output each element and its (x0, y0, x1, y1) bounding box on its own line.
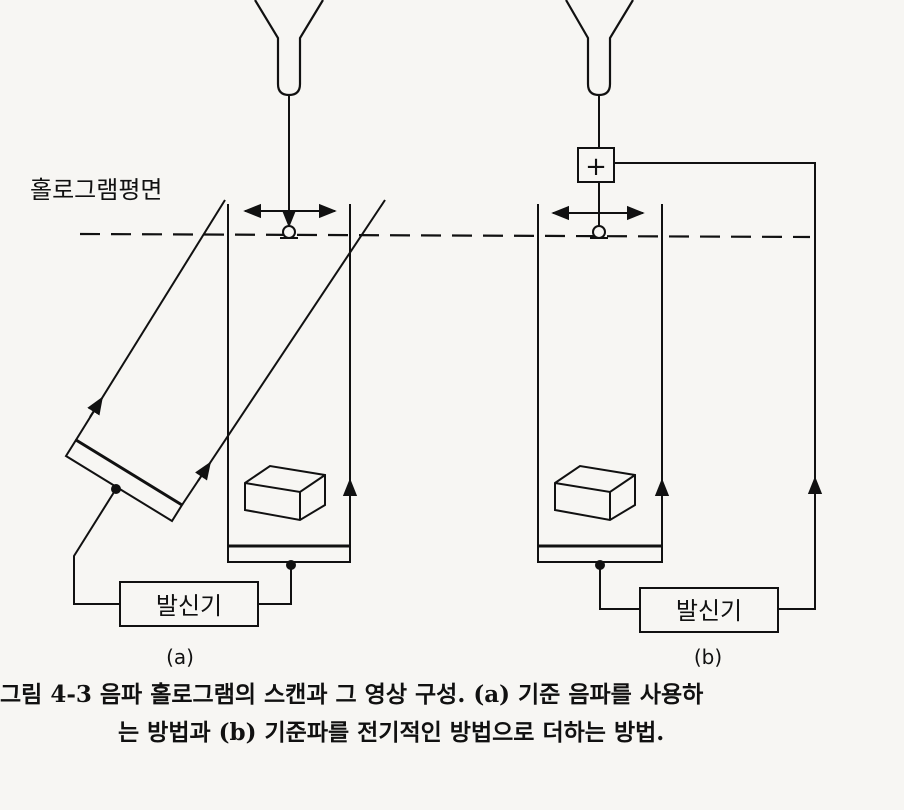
adder-box (577, 147, 615, 183)
scanning-microphone-b (592, 225, 606, 239)
oscillator-label-a: 발신기 (156, 592, 222, 620)
object-transducer-b (537, 545, 663, 563)
receiver-funnel-a (254, 0, 324, 97)
receiver-funnel-b (565, 0, 634, 97)
object-transducer-a (227, 545, 351, 563)
panel-a (64, 0, 386, 627)
panel-label-b: (b) (694, 645, 722, 669)
object-box-b (554, 464, 636, 522)
electrical-reference-line (614, 162, 816, 610)
panel-label-a: (a) (166, 645, 194, 669)
scanning-microphone-a (282, 225, 296, 239)
caption-line-1: 그림 4-3 음파 홀로그램의 스캔과 그 영상 구성. (a) 기준 음파를 … (0, 681, 704, 708)
oscillator-label-b: 발신기 (676, 597, 742, 625)
hologram-plane-line (79, 232, 811, 239)
object-box-a (244, 464, 326, 522)
caption-line-2: 는 방법과 (b) 기준파를 전기적인 방법으로 더하는 방법. (118, 719, 665, 746)
panel-b (537, 0, 823, 633)
hologram-plane-label: 홀로그램평면 (30, 176, 162, 204)
adder-symbol: + (585, 152, 607, 182)
reference-transducer-a (64, 438, 184, 523)
reference-beam-right (181, 199, 386, 506)
acoustic-holography-diagram: 홀로그램평면 (30, 0, 823, 669)
